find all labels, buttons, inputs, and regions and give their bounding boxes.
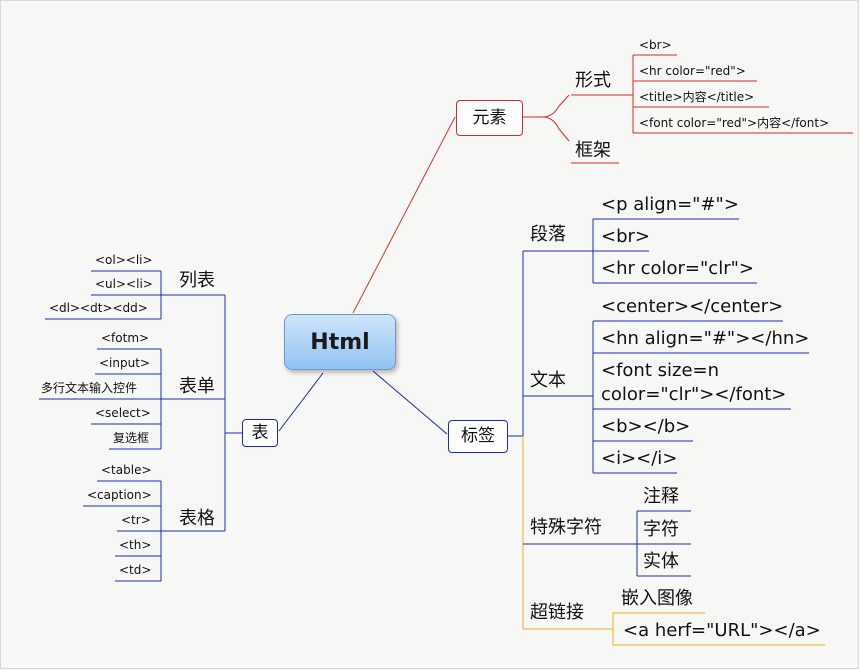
leaf-textarea[interactable]: 多行文本输入控件 xyxy=(41,381,138,395)
node-form[interactable]: 形式 xyxy=(575,70,611,91)
leaf-fotm[interactable]: <fotm> xyxy=(101,331,150,345)
leaf-input[interactable]: <input> xyxy=(99,356,150,370)
node-hyperlink[interactable]: 超链接 xyxy=(530,602,584,623)
node-tags[interactable]: 标签 xyxy=(448,420,508,453)
leaf-anchor[interactable]: <a herf="URL"></a> xyxy=(623,620,821,641)
leaf-br[interactable]: <br> xyxy=(639,38,672,52)
root-node-html[interactable]: Html xyxy=(284,314,396,370)
leaf-character[interactable]: 字符 xyxy=(643,519,679,540)
leaf-th[interactable]: <th> xyxy=(119,538,152,552)
leaf-title[interactable]: <title>内容</title> xyxy=(639,90,755,104)
leaf-td[interactable]: <td> xyxy=(119,563,152,577)
leaf-comment[interactable]: 注释 xyxy=(643,486,679,507)
leaf-hn-align[interactable]: <hn align="#"></hn> xyxy=(601,328,810,349)
leaf-select[interactable]: <select> xyxy=(95,406,151,420)
leaf-italic[interactable]: <i></i> xyxy=(601,448,678,469)
leaf-br-tag[interactable]: <br> xyxy=(601,226,650,247)
node-special-chars[interactable]: 特殊字符 xyxy=(530,517,602,538)
leaf-hr-clr[interactable]: <hr color="clr"> xyxy=(601,258,754,279)
leaf-p-align[interactable]: <p align="#"> xyxy=(601,194,739,215)
node-form-group[interactable]: 表单 xyxy=(179,376,215,397)
leaf-font-red[interactable]: <font color="red">内容</font> xyxy=(639,116,830,130)
node-table[interactable]: 表 xyxy=(242,419,278,447)
node-elements[interactable]: 元素 xyxy=(456,100,523,136)
leaf-embed-image[interactable]: 嵌入图像 xyxy=(621,588,693,609)
leaf-ul-li[interactable]: <ul><li> xyxy=(95,277,153,291)
leaf-dl-dt-dd[interactable]: <dl><dt><dd> xyxy=(49,301,148,315)
leaf-entity[interactable]: 实体 xyxy=(643,551,679,572)
leaf-hr-red[interactable]: <hr color="red"> xyxy=(639,64,746,78)
leaf-checkbox[interactable]: 复选框 xyxy=(113,431,150,445)
leaf-bold[interactable]: <b></b> xyxy=(601,416,691,437)
node-frame[interactable]: 框架 xyxy=(575,140,611,161)
leaf-tr[interactable]: <tr> xyxy=(121,513,151,527)
leaf-table-tag[interactable]: <table> xyxy=(101,463,152,477)
leaf-center[interactable]: <center></center> xyxy=(601,296,784,317)
node-grid[interactable]: 表格 xyxy=(179,508,215,529)
node-text[interactable]: 文本 xyxy=(530,370,566,391)
node-list[interactable]: 列表 xyxy=(179,270,215,291)
node-paragraph[interactable]: 段落 xyxy=(530,224,566,245)
leaf-font-size[interactable]: <font size=n xyxy=(601,360,720,381)
leaf-ol-li[interactable]: <ol><li> xyxy=(95,253,153,267)
leaf-caption[interactable]: <caption> xyxy=(87,488,152,502)
leaf-font-size-color[interactable]: color="clr"></font> xyxy=(601,384,787,405)
